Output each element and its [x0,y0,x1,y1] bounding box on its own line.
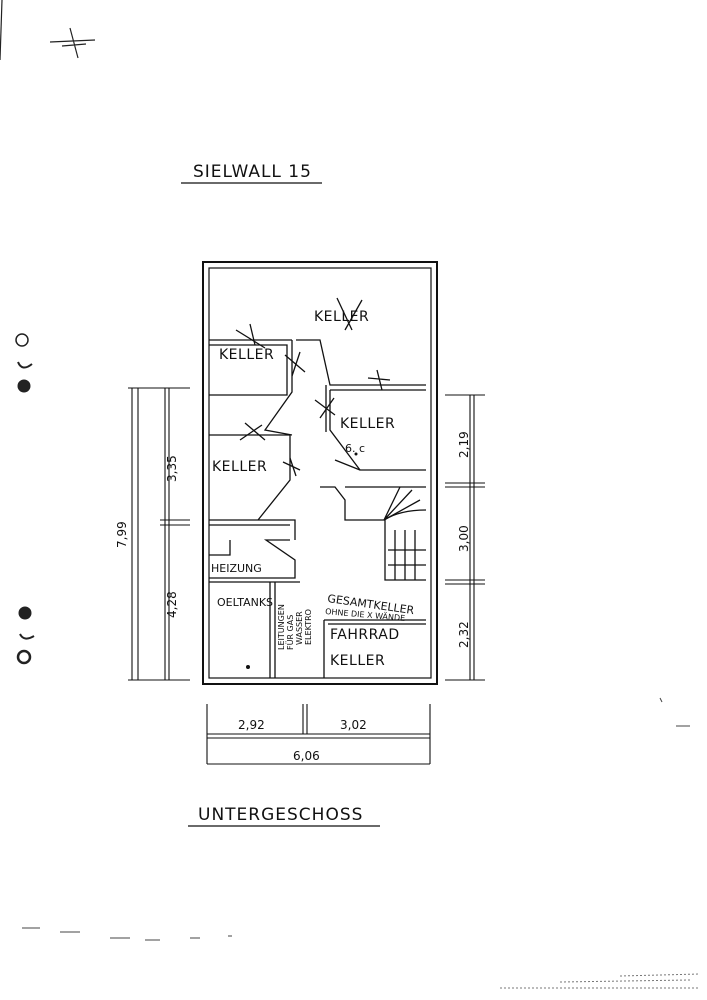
dim-left-total: 7,99 [115,521,129,548]
room-label-keller-right: KELLER [340,416,395,432]
plan-title: SIELWALL 15 [193,162,312,182]
room-note-keller-right: 6. c [345,442,365,455]
dim-right-middle: 3,00 [457,525,471,552]
scan-marks [0,0,96,665]
room-label-keller-left-upper: KELLER [219,347,274,363]
dim-right-top: 2,19 [457,431,471,458]
leitungen-line-3: WASSER [295,611,304,645]
dim-right-bottom: 2,32 [457,621,471,648]
inner-walls [209,297,427,678]
dimensions-bottom [206,704,431,765]
leitungen-line-1: LEITUNGEN [277,604,286,650]
scan-noise [22,697,701,989]
dim-bottom-right: 3,02 [340,718,367,732]
floor-title: UNTERGESCHOSS [198,805,363,825]
room-label-oeltanks: OELTANKS [217,596,273,609]
dim-left-upper: 3,35 [165,455,179,482]
dim-left-lower: 4,28 [165,591,179,618]
dimensions-right [445,394,485,681]
room-label-keller-top: KELLER [314,309,369,325]
room-label-fahrrad: FAHRRAD [330,627,400,643]
leitungen-line-4: ELEKTRO [304,609,313,645]
room-marks [246,452,358,669]
outer-walls [202,261,438,685]
room-label-heizung: HEIZUNG [211,562,262,575]
dim-bottom-total: 6,06 [293,749,320,763]
room-label-fahrrad-keller: KELLER [330,653,385,669]
dimensions-left [128,387,190,681]
room-label-keller-left-lower: KELLER [212,459,267,475]
leitungen-note: LEITUNGEN FÜR GAS WASSER ELEKTRO [277,604,313,650]
dim-bottom-left: 2,92 [238,718,265,732]
leitungen-line-2: FÜR GAS [285,615,295,650]
